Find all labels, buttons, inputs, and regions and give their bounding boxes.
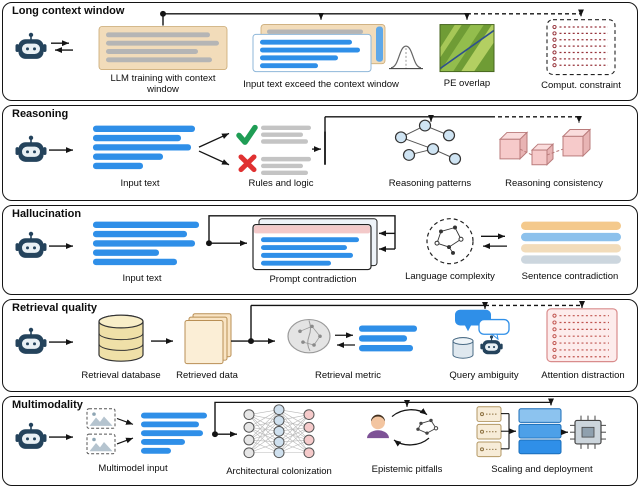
scaling-deployment-graphic	[476, 406, 606, 458]
exchange-arrow-icon	[335, 332, 355, 348]
panel-title: Long context window	[12, 5, 125, 17]
robot-icon	[15, 327, 47, 354]
sentence-contradiction-graphic	[521, 221, 621, 264]
picture-icon	[92, 412, 96, 416]
pe-overlap-graphic	[439, 24, 495, 73]
panel-multimodality: Multimodality Multimodel input Architect…	[2, 396, 638, 486]
rules-logic-graphic	[236, 124, 311, 176]
server-icon	[546, 308, 618, 363]
caption-attention-distraction: Attention distraction	[541, 370, 625, 381]
robot-icon	[15, 135, 47, 162]
caption-context-exceed: Input text exceed the context window	[243, 79, 399, 90]
caption-prompt-contradiction: Prompt contradiction	[269, 274, 357, 285]
person-icon	[371, 415, 385, 430]
top-connector-lines	[312, 114, 582, 165]
compute-constraint-graphic	[546, 19, 616, 76]
cross-icon	[238, 154, 257, 173]
caption-query-ambiguity: Query ambiguity	[449, 370, 519, 381]
caption-rules-logic: Rules and logic	[248, 178, 314, 189]
caption-sentence-contradiction: Sentence contradiction	[521, 271, 619, 282]
caption-retrieval-metric: Retrieval metric	[315, 370, 381, 381]
caption-retrieved-data: Retrieved data	[176, 370, 238, 381]
caption-input-text: Input text	[120, 178, 160, 189]
epistemic-pitfalls-graphic	[367, 408, 439, 447]
caption-epistemic-pitfalls: Epistemic pitfalls	[371, 464, 443, 475]
prompt-contradiction-graphic	[252, 218, 378, 271]
database-icon	[98, 314, 144, 362]
panel4-art	[15, 300, 618, 365]
panel3-art	[15, 215, 621, 271]
caption-multimodel-input: Multimodel input	[98, 463, 168, 474]
caption-reasoning-patterns: Reasoning patterns	[388, 178, 472, 189]
connector-lines	[231, 300, 585, 345]
reasoning-consistency-graphic	[498, 128, 592, 166]
chip-icon	[570, 415, 606, 449]
panel-long-context-window: Long context window LLM training with co…	[2, 2, 638, 101]
robot-icon	[15, 32, 47, 59]
context-exceed-graphic	[252, 24, 423, 73]
caption-input-text: Input text	[122, 273, 162, 284]
caption-reasoning-consistency: Reasoning consistency	[505, 178, 603, 189]
top-connector-lines	[160, 9, 584, 26]
panel1-art	[15, 9, 616, 76]
panel-title: Hallucination	[12, 208, 82, 220]
multimodal-input-graphic	[86, 408, 207, 455]
input-text-graphic	[93, 221, 199, 266]
robot-icon	[15, 231, 47, 258]
caption-pe-overlap: PE overlap	[443, 78, 491, 89]
query-ambiguity-graphic	[452, 309, 510, 359]
panel2-art	[15, 114, 592, 176]
panel5-art	[15, 398, 606, 459]
neural-network-icon	[243, 404, 315, 459]
check-icon	[236, 124, 258, 145]
caption-compute-constraint: Comput. constraint	[541, 80, 621, 91]
input-text-graphic	[93, 125, 195, 170]
metric-bars-graphic	[359, 325, 417, 352]
language-complexity-graphic	[426, 218, 474, 265]
caption-architectural-colonization: Architectural colonization	[226, 466, 332, 477]
robot-icon	[15, 422, 47, 449]
reasoning-patterns-graphic	[394, 119, 462, 165]
connector-lines	[206, 215, 396, 252]
panel-reasoning: Reasoning Input text Rules and logic Rea…	[2, 105, 638, 201]
retrieved-data-graphic	[184, 313, 232, 365]
panel-title: Reasoning	[12, 108, 69, 120]
robot-icon	[480, 335, 503, 355]
panel-hallucination: Hallucination Input text Prompt contradi…	[2, 205, 638, 295]
panel-title: Multimodality	[12, 399, 83, 411]
branch-arrows	[198, 132, 230, 166]
connector-lines	[212, 398, 554, 438]
brain-icon	[287, 318, 331, 354]
exchange-arrow-icon	[51, 40, 73, 53]
panel-title: Retrieval quality	[12, 302, 97, 314]
caption-llm-training: LLM training with context window	[110, 73, 216, 95]
caption-language-complexity: Language complexity	[405, 271, 495, 282]
caption-retrieval-database: Retrieval database	[81, 370, 161, 381]
exchange-arrow-icon	[481, 233, 507, 250]
llm-training-graphic	[98, 26, 228, 71]
panel-retrieval-quality: Retrieval quality Retrieval database Ret…	[2, 299, 638, 392]
caption-scaling-deployment: Scaling and deployment	[491, 464, 593, 475]
picture-icon	[92, 437, 96, 442]
